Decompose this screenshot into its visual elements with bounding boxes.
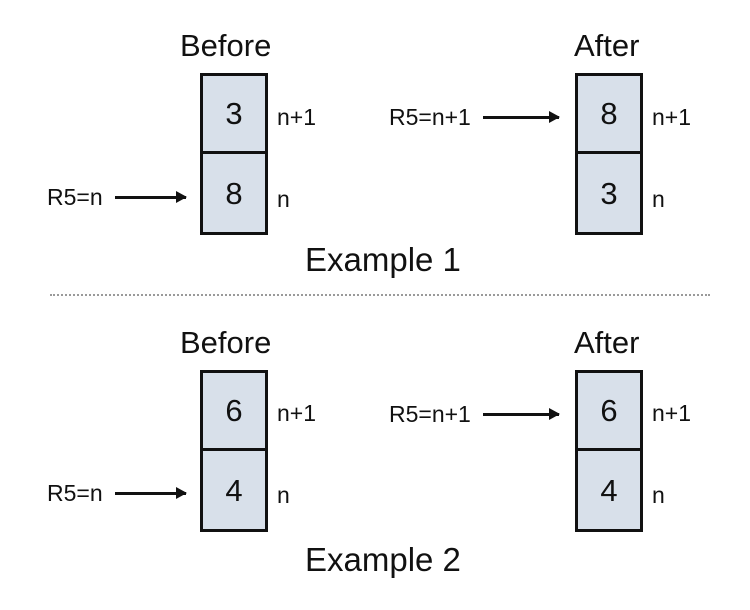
cell-value: 4 — [600, 472, 618, 508]
stack-cell-n: 4 — [203, 451, 265, 529]
after-heading-example-1: After — [574, 28, 640, 63]
before-heading-example-1: Before — [180, 28, 272, 63]
memory-stack-before-example-1: 3 8 — [200, 73, 268, 235]
register-pointer-after-example-1: R5=n+1 — [389, 103, 560, 130]
arrow-right-icon — [114, 191, 187, 203]
before-heading-example-2: Before — [180, 325, 272, 360]
index-label-n: n — [277, 186, 290, 212]
arrow-right-icon — [482, 408, 560, 420]
register-pointer-label: R5=n — [47, 479, 103, 506]
register-pointer-after-example-2: R5=n+1 — [389, 400, 560, 427]
example-caption-1: Example 1 — [305, 241, 461, 278]
example-caption-2: Example 2 — [305, 541, 461, 578]
index-label-n-plus-1: n+1 — [652, 400, 692, 426]
cell-value: 8 — [225, 175, 243, 211]
index-label-n-plus-1: n+1 — [277, 400, 317, 426]
cell-value: 8 — [600, 96, 618, 131]
register-pointer-label: R5=n — [47, 183, 103, 210]
cell-value: 3 — [600, 175, 618, 211]
memory-stack-after-example-2: 6 4 — [575, 370, 643, 532]
stack-cell-n: 3 — [578, 154, 640, 232]
stack-cell-n-plus-1: 6 — [578, 373, 640, 451]
index-label-n: n — [277, 482, 290, 508]
register-pointer-before-example-1: R5=n — [47, 183, 187, 210]
register-pointer-label: R5=n+1 — [389, 103, 471, 130]
arrow-right-icon — [114, 487, 187, 499]
cell-value: 6 — [225, 393, 243, 428]
stack-cell-n-plus-1: 8 — [578, 76, 640, 154]
cell-value: 3 — [225, 96, 243, 131]
cell-value: 4 — [225, 472, 243, 508]
register-pointer-before-example-2: R5=n — [47, 479, 187, 506]
stack-cell-n-plus-1: 3 — [203, 76, 265, 154]
memory-stack-after-example-1: 8 3 — [575, 73, 643, 235]
after-heading-example-2: After — [574, 325, 640, 360]
cell-value: 6 — [600, 393, 618, 428]
memory-stack-before-example-2: 6 4 — [200, 370, 268, 532]
register-pointer-label: R5=n+1 — [389, 400, 471, 427]
dotted-divider — [50, 294, 710, 296]
index-label-n-plus-1: n+1 — [652, 104, 692, 130]
arrow-right-icon — [482, 111, 560, 123]
stack-cell-n: 8 — [203, 154, 265, 232]
index-label-n-plus-1: n+1 — [277, 104, 317, 130]
stack-cell-n-plus-1: 6 — [203, 373, 265, 451]
index-label-n: n — [652, 482, 665, 508]
stack-cell-n: 4 — [578, 451, 640, 529]
index-label-n: n — [652, 186, 665, 212]
